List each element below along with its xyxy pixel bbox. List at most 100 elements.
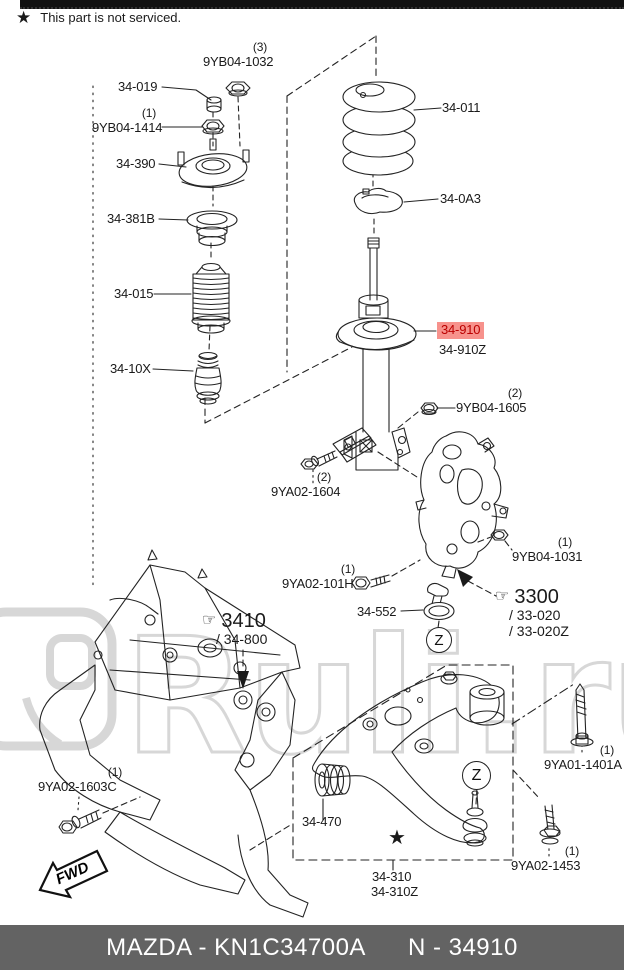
- qty-badge: (2): [316, 470, 331, 484]
- strut-bracket-sketch: [332, 427, 377, 463]
- screw-9ya01-1401a-sketch: [570, 683, 594, 747]
- footer-group-number: N - 34910: [407, 933, 518, 961]
- pointing-hand-icon: ☞: [495, 588, 510, 606]
- group-sub-number: / 33-020Z: [509, 623, 569, 640]
- part-number: 34-470: [302, 814, 342, 829]
- part-number: 34-011: [442, 100, 481, 115]
- top-rule-bar: [20, 0, 624, 9]
- bearing-34-381b-sketch: [186, 210, 238, 247]
- footer-catalog-code: MAZDA - KN1C34700A: [106, 933, 366, 961]
- part-number: 34-019: [118, 79, 158, 94]
- callout-9ya02-1604: (2) 9YA02-1604: [271, 470, 345, 500]
- watermark-logo: [0, 607, 117, 751]
- part-number: 34-10X: [110, 361, 151, 376]
- nut-9yb04-1414-sketch: [201, 119, 225, 135]
- part-number: 9YA02-1453: [511, 858, 581, 874]
- bolt-9ya02-1453-sketch: [539, 804, 561, 845]
- part-number: 34-552: [357, 604, 397, 619]
- watermark-text: Ruli.ru: [124, 603, 624, 790]
- qty-badge: (2): [507, 386, 522, 400]
- detail-marker-z: Z: [426, 627, 452, 653]
- qty-badge: (1): [340, 562, 355, 576]
- callout-9ya02-101h: (1) 9YA02-101H: [282, 562, 355, 592]
- group-callout-3410: ☞ 3410 / 34-800: [202, 610, 267, 648]
- callout-34-552: 34-552: [357, 604, 397, 620]
- group-number: 3410: [221, 610, 266, 632]
- control-arm-34-310-sketch: [311, 671, 505, 844]
- boot-34-015-sketch: [191, 262, 231, 334]
- part-number: 9YB04-1031: [512, 549, 583, 565]
- relation-dashes: [102, 411, 541, 851]
- part-number: 9YB04-1605: [456, 400, 527, 416]
- bolt-9ya02-1603c-sketch: [58, 809, 102, 834]
- bushing-34-470-sketch: [314, 763, 351, 797]
- detail-marker-z: Z: [462, 761, 491, 790]
- callout-9yb04-1031: (1) 9YB04-1031: [512, 535, 584, 565]
- star-icon: ★: [16, 8, 32, 27]
- nut-9yb04-1032-sketch: [225, 81, 251, 97]
- footer-bar: MAZDA - KN1C34700A N - 34910: [0, 925, 624, 970]
- callout-34-310z: 34-310Z: [371, 884, 419, 900]
- bolt-9ya02-1604-sketch: [300, 450, 338, 470]
- qty-badge: (1): [564, 844, 579, 858]
- callout-34-381b: 34-381B: [107, 211, 155, 227]
- callout-34-0a3: 34-0A3: [440, 191, 481, 207]
- arrow-to-subframe: [237, 671, 249, 689]
- callout-34-910-highlighted: 34-910: [437, 322, 485, 339]
- not-serviced-star-icon: ★: [388, 827, 406, 849]
- assembly-boundary-dashes: [204, 35, 377, 424]
- coil-spring-34-011-sketch: [342, 81, 416, 176]
- part-number: 34-381B: [107, 211, 155, 226]
- strut-34-910-sketch: [335, 237, 417, 471]
- group-callout-3300: ☞ 3300 / 33-020 / 33-020Z: [495, 586, 569, 640]
- callout-34-015: 34-015: [114, 286, 154, 302]
- strut-mount-34-390-sketch: [177, 138, 250, 189]
- clamp-34-552-sketch: [423, 582, 455, 621]
- part-number: 34-390: [116, 156, 156, 171]
- qty-badge: (1): [557, 535, 572, 549]
- lower-arm-dashed-box: [292, 664, 514, 861]
- group-number: 3300: [514, 586, 559, 608]
- nut-9yb04-1605-sketch: [420, 402, 439, 416]
- qty-badge: (1): [599, 743, 614, 757]
- part-number: 9YB04-1032: [203, 54, 274, 70]
- callout-34-910z: 34-910Z: [439, 342, 486, 358]
- fwd-direction-arrow: FWD: [38, 849, 109, 899]
- dotted-leaders: [77, 469, 583, 857]
- part-number: 9YA02-101H: [282, 576, 354, 592]
- callout-34-310: 34-310: [372, 869, 412, 885]
- callout-9ya02-1603c: (1) 9YA02-1603C: [38, 765, 122, 795]
- callout-9yb04-1032: (3) 9YB04-1032: [203, 40, 275, 70]
- service-note-text: This part is not serviced.: [40, 10, 182, 25]
- qty-badge: (1): [141, 106, 156, 120]
- part-number: 34-0A3: [440, 191, 481, 206]
- callout-9ya01-1401a: (1) 9YA01-1401A: [544, 743, 624, 773]
- callout-34-470: 34-470: [302, 814, 342, 830]
- knuckle-sketch: [415, 431, 509, 579]
- qty-badge: (3): [252, 40, 267, 54]
- callout-9ya02-1453: (1) 9YA02-1453: [511, 844, 585, 874]
- callout-9yb04-1605: (2) 9YB04-1605: [456, 386, 530, 416]
- part-number: 34-015: [114, 286, 154, 301]
- group-sub-number: / 33-020: [509, 607, 561, 624]
- callout-34-011: 34-011: [442, 100, 481, 116]
- part-number: 34-310: [372, 869, 412, 884]
- dash-dot-leader: [511, 683, 575, 725]
- part-number: 9YB04-1414: [92, 120, 163, 136]
- bushing-34-019-sketch: [206, 96, 222, 113]
- bump-stop-34-10x-sketch: [194, 351, 222, 405]
- ball-joint-sketch: [462, 790, 488, 847]
- pointing-hand-icon: ☞: [202, 612, 217, 630]
- bolt-9ya02-101h-sketch: [351, 574, 391, 590]
- subframe-sketch: [39, 549, 309, 918]
- part-number: 9YA01-1401A: [544, 757, 622, 773]
- spring-seat-34-0a3-sketch: [353, 187, 403, 215]
- callout-34-390: 34-390: [116, 156, 156, 172]
- service-note: ★ This part is not serviced.: [16, 9, 181, 26]
- part-number: 34-310Z: [371, 884, 419, 899]
- part-number: 9YA02-1604: [271, 484, 341, 500]
- leader-lines: [152, 86, 456, 871]
- callout-9yb04-1414: (1) 9YB04-1414: [92, 106, 163, 136]
